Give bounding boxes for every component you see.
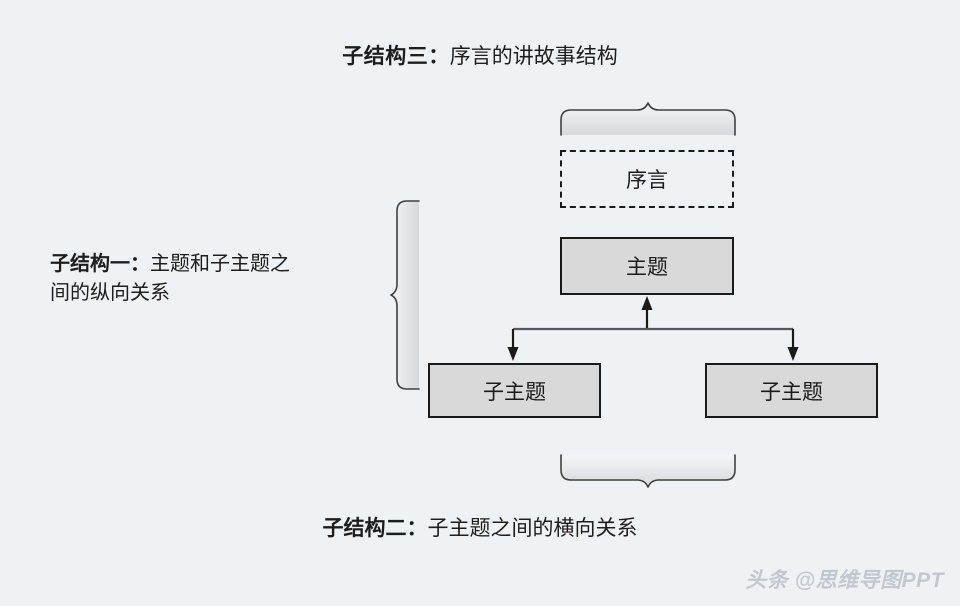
structure-two-prefix: 子结构二： <box>322 517 428 540</box>
node-topic-label: 主题 <box>626 256 668 279</box>
structure-two-text: 子主题之间的横向关系 <box>427 517 638 540</box>
node-topic[interactable]: 主题 <box>560 237 734 295</box>
structure-three-text: 序言的讲故事结构 <box>449 45 618 68</box>
structure-one-label: 子结构一：主题和子主题之 间的纵向关系 <box>50 250 350 308</box>
brace-left <box>390 200 420 390</box>
structure-one-text: 主题和子主题之 间的纵向关系 <box>50 253 290 304</box>
node-preface[interactable]: 序言 <box>560 150 734 208</box>
node-subtopic-left-label: 子主题 <box>483 380 546 404</box>
brace-top <box>560 102 736 136</box>
node-subtopic-left[interactable]: 子主题 <box>428 363 601 418</box>
node-subtopic-right[interactable]: 子主题 <box>705 363 878 418</box>
structure-three-prefix: 子结构三： <box>342 45 450 68</box>
structure-one-prefix: 子结构一： <box>50 253 150 275</box>
node-subtopic-right-label: 子主题 <box>760 380 823 404</box>
brace-bottom <box>560 454 736 488</box>
structure-two-label: 子结构二：子主题之间的横向关系 <box>0 514 960 544</box>
watermark: 头条 @思维导图PPT <box>745 569 944 592</box>
structure-three-label: 子结构三：序言的讲故事结构 <box>0 42 960 72</box>
node-preface-label: 序言 <box>626 169 668 192</box>
